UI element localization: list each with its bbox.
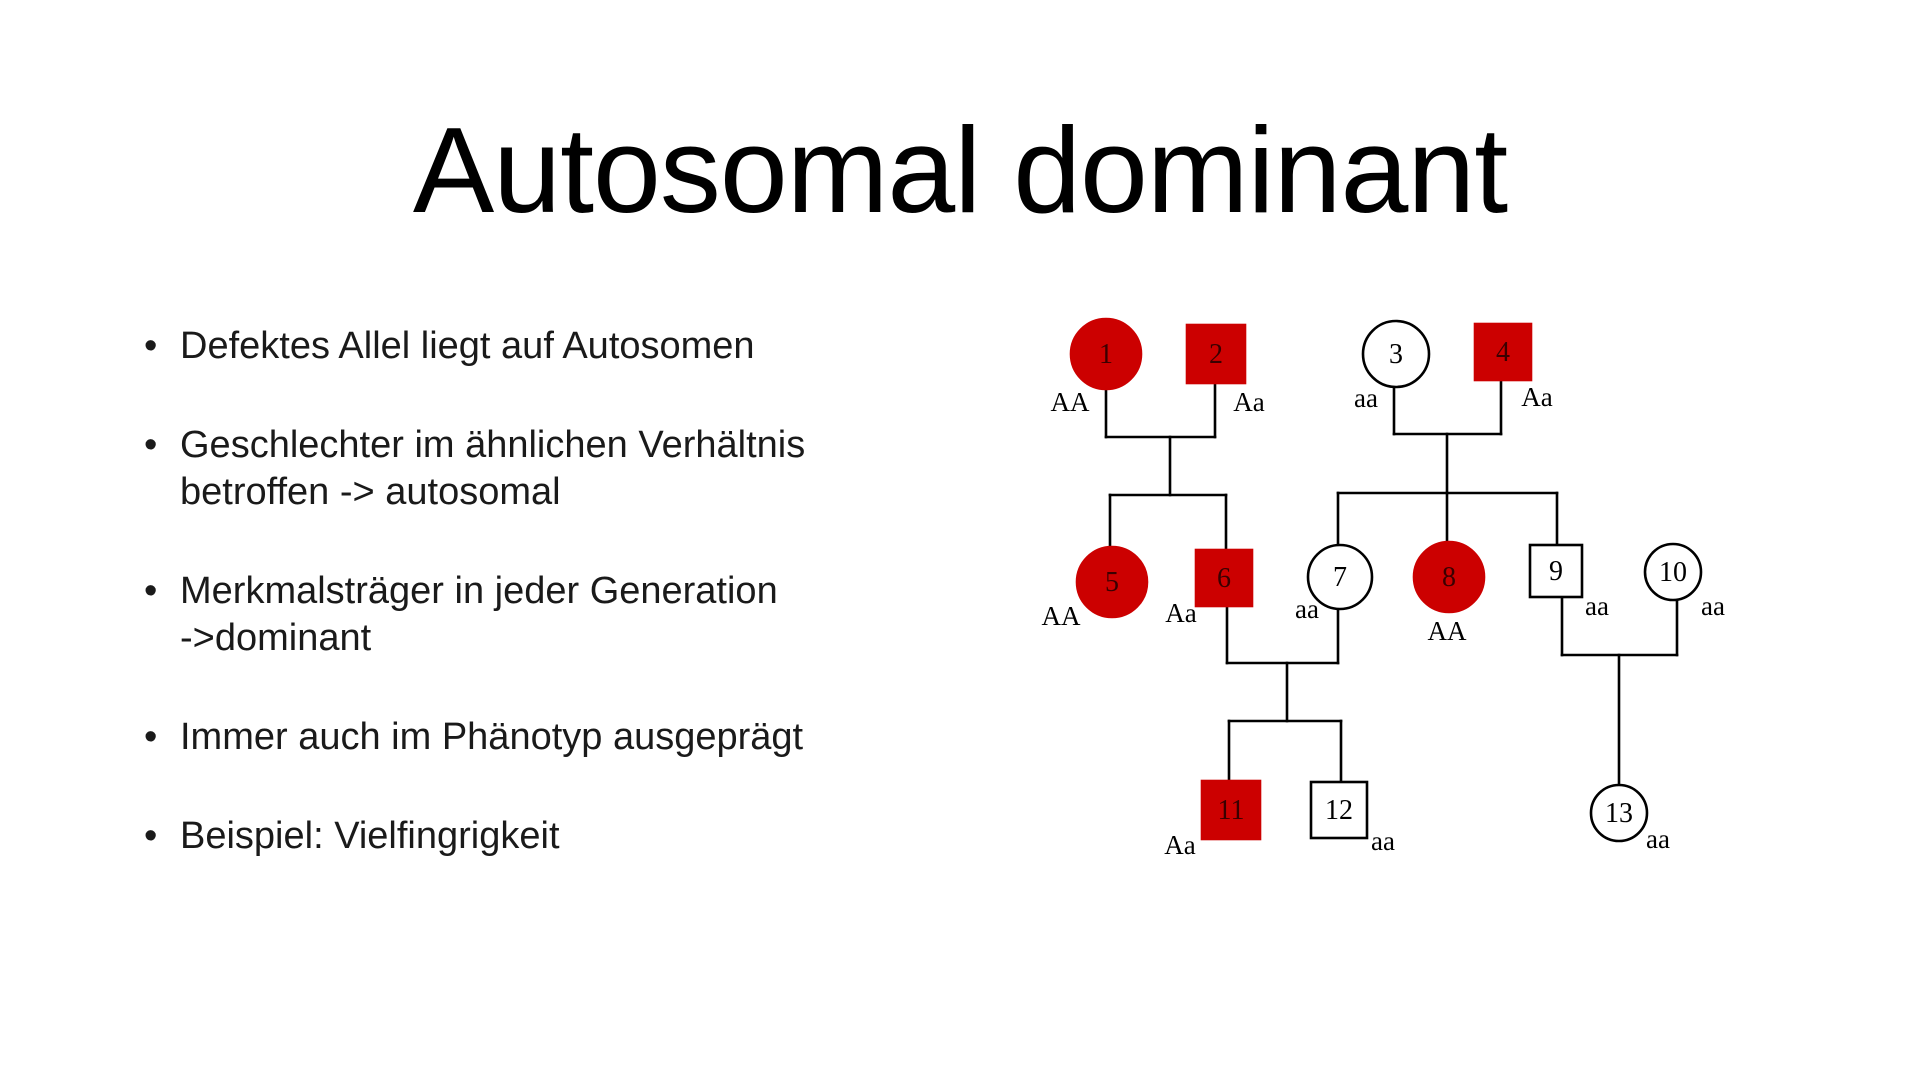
bullet-text-continuation: ->dominant (180, 617, 372, 659)
bullet-item: • Defektes Allel liegt auf Autosomen (140, 323, 900, 370)
genotype-label: Aa (1164, 830, 1195, 860)
female-affected-symbol (1412, 540, 1486, 614)
individual-number: 5 (1105, 567, 1119, 598)
genotype-label: Aa (1233, 387, 1264, 417)
individual-number: 3 (1389, 339, 1403, 370)
individual-number: 1 (1099, 339, 1113, 370)
genotype-label: aa (1585, 591, 1609, 621)
bullet-text: Defektes Allel liegt auf Autosomen (180, 325, 755, 367)
genotype-label: aa (1646, 824, 1670, 854)
genotype-label: AA (1428, 616, 1467, 646)
male-affected-symbol (1185, 323, 1247, 385)
individual-number: 8 (1442, 562, 1456, 593)
individual-number: 4 (1496, 337, 1510, 368)
bullet-dot: • (144, 716, 158, 758)
male-unaffected-symbol (1309, 780, 1369, 840)
individual-number: 9 (1549, 556, 1563, 587)
bullet-text: Immer auch im Phänotyp ausgeprägt (180, 716, 804, 758)
bullet-list: • Defektes Allel liegt auf Autosomen • G… (140, 323, 900, 912)
bullet-item: • Beispiel: Vielfingrigkeit (140, 813, 900, 860)
genotype-label: aa (1701, 591, 1725, 621)
individual-number: 6 (1217, 563, 1231, 594)
male-affected-symbol (1200, 779, 1262, 841)
female-unaffected-symbol (1643, 542, 1703, 602)
female-affected-symbol (1075, 545, 1149, 619)
individual-number: 12 (1325, 795, 1353, 826)
bullet-dot: • (144, 570, 158, 612)
male-affected-symbol (1194, 548, 1254, 608)
individual-number: 7 (1333, 562, 1347, 593)
male-affected-symbol (1473, 322, 1533, 382)
male-unaffected-symbol (1528, 543, 1584, 599)
bullet-item: • Merkmalsträger in jeder Generation ->d… (140, 568, 900, 662)
genotype-label: aa (1295, 594, 1319, 624)
bullet-text-continuation: betroffen -> autosomal (180, 471, 561, 513)
bullet-item: • Geschlechter im ähnlichen Verhältnis b… (140, 422, 900, 516)
bullet-text: Beispiel: Vielfingrigkeit (180, 815, 560, 857)
genotype-label: aa (1371, 826, 1395, 856)
female-unaffected-symbol (1589, 783, 1649, 843)
genotype-label: Aa (1521, 382, 1552, 412)
individual-number: 10 (1659, 557, 1687, 588)
individual-number: 13 (1605, 798, 1633, 829)
slide-title: Autosomal dominant (412, 102, 1508, 238)
bullet-text: Geschlechter im ähnlichen Verhältnis (180, 424, 806, 466)
female-unaffected-symbol (1361, 319, 1431, 389)
genotype-label: AA (1051, 387, 1090, 417)
genotype-label: AA (1042, 601, 1081, 631)
individual-number: 11 (1218, 795, 1245, 826)
bullet-item: • Immer auch im Phänotyp ausgeprägt (140, 714, 900, 761)
individual-number: 2 (1209, 339, 1223, 370)
bullet-dot: • (144, 815, 158, 857)
bullet-dot: • (144, 325, 158, 367)
genotype-label: Aa (1165, 598, 1196, 628)
genotype-label: aa (1354, 383, 1378, 413)
bullet-text: Merkmalsträger in jeder Generation (180, 570, 778, 612)
female-unaffected-symbol (1306, 543, 1374, 611)
bullet-dot: • (144, 424, 158, 466)
female-affected-symbol (1069, 317, 1143, 391)
